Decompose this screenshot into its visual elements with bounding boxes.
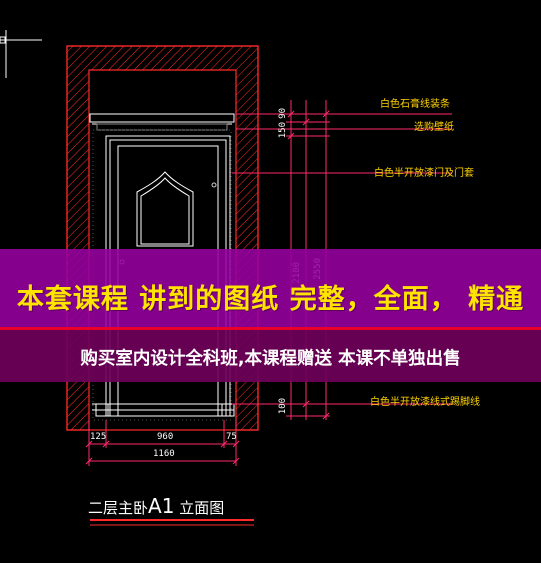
wall-section-hatch [66, 45, 259, 431]
dim-text-100: 100 [278, 398, 288, 415]
annotation-stone-molding: 白色石膏线装条 [380, 99, 450, 110]
dim-text-150: 150 [278, 122, 288, 139]
baseboard-molding [92, 403, 235, 417]
annotation-leaders [232, 113, 452, 405]
cursor-crosshair [0, 30, 42, 78]
horizontal-dimension-chain [85, 420, 240, 466]
promo-subline-text: 购买室内设计全科班,本课程赠送 本课不单独出售 [80, 349, 461, 369]
dim-text-960: 960 [157, 432, 174, 442]
dim-text-125: 125 [90, 432, 107, 442]
promo-banner-subline: 购买室内设计全科班,本课程赠送 本课不单独出售 [0, 330, 541, 382]
dim-text-75: 75 [226, 432, 237, 442]
wallpaper-area [92, 129, 232, 421]
drawing-title-code: A1 [148, 494, 175, 518]
drawing-title: 二层主卧A1 立面图 [88, 494, 224, 518]
promo-headline-text: 本套课程 讲到的图纸 完整，全面， 精通 [16, 284, 525, 315]
dim-text-90: 90 [278, 108, 288, 119]
annotation-baseboard: 白色半开放漆线式踢脚线 [370, 397, 480, 408]
annotation-wallpaper: 选购壁纸 [414, 122, 454, 133]
promo-banner-headline: 本套课程 讲到的图纸 完整，全面， 精通 [0, 249, 541, 327]
drawing-title-suffix: 立面图 [179, 499, 225, 517]
drawing-title-prefix: 二层主卧 [88, 499, 149, 517]
promo-banner-divider [0, 327, 541, 330]
annotation-door-frame: 白色半开放漆门及门套 [374, 168, 474, 179]
cornice-molding [89, 113, 235, 131]
dim-text-1160: 1160 [153, 449, 175, 459]
title-underline [90, 519, 254, 526]
